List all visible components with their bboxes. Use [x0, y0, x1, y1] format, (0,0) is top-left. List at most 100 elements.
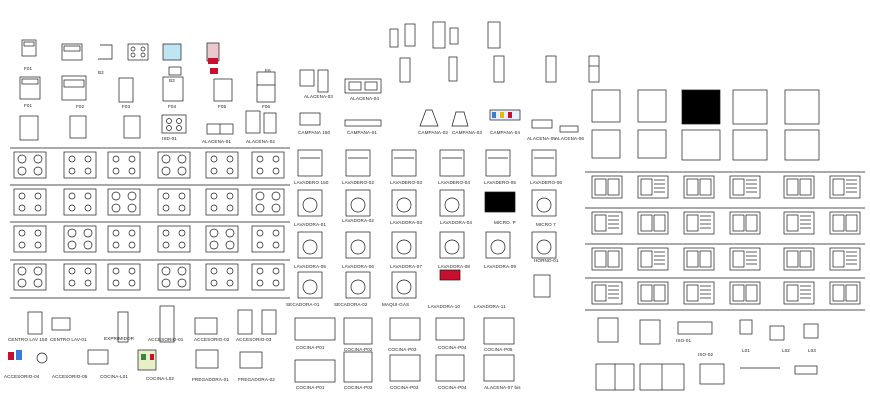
laundry-icon	[531, 231, 557, 259]
label-isd01: ISD-01	[162, 136, 177, 141]
burner-icon	[127, 191, 137, 201]
label-centrolav01: CENTRO LAV-01	[50, 337, 87, 342]
burner-icon	[209, 228, 219, 238]
sink-icon	[637, 211, 669, 235]
label-lavadero03: LAVADERO-03	[390, 180, 423, 185]
alacena-icon	[344, 78, 382, 94]
burner-icon	[17, 154, 27, 164]
centro-lav-icon	[51, 317, 71, 331]
burner-icon	[33, 278, 43, 288]
drum-icon	[302, 197, 318, 213]
basin-icon	[594, 214, 607, 232]
burner-icon	[178, 192, 186, 200]
drum-icon	[302, 279, 318, 295]
burner-icon	[128, 167, 136, 175]
burner-icon	[84, 155, 92, 163]
burner-icon	[84, 279, 92, 287]
label-f03: F03	[122, 104, 131, 109]
burner-icon	[272, 155, 280, 163]
basin-icon	[799, 178, 812, 196]
burner-icon	[128, 229, 136, 237]
label-l03: L03	[808, 348, 816, 353]
label-f02: F02	[76, 104, 85, 109]
drum-icon	[350, 197, 366, 213]
fridge-row	[389, 21, 600, 83]
laundry-icon	[391, 189, 417, 217]
bottom-left-symbols	[8, 305, 277, 371]
burner-icon	[68, 167, 76, 175]
burner-icon	[272, 279, 280, 287]
basin-icon	[786, 178, 799, 196]
sink-icon	[683, 281, 715, 305]
burner-icon	[128, 279, 136, 287]
burner-icon	[127, 203, 137, 213]
cooktop-icon	[161, 114, 187, 134]
burner-icon	[161, 278, 171, 288]
label-lavadora11: LAVADORA-11	[474, 304, 506, 309]
accesorio-icon	[194, 317, 218, 335]
microwave-dark-icon	[484, 191, 516, 213]
basin-icon	[640, 214, 653, 232]
label-lavadora04: LAVADORA-04	[440, 220, 473, 225]
washer-icon	[69, 115, 87, 139]
label-cocinap01: COCINA-P01	[296, 345, 325, 350]
basin-icon	[732, 284, 745, 302]
burner-icon	[256, 155, 264, 163]
burner-icon	[34, 241, 42, 249]
laundry-icon	[345, 271, 371, 299]
laundry-icon	[485, 149, 511, 177]
cooktop-icon	[157, 263, 191, 291]
burner-icon	[177, 154, 187, 164]
label-cocinap03: COCINA-P03	[388, 347, 417, 352]
l-icon	[739, 319, 753, 335]
cooktop-icon	[251, 263, 285, 291]
burner-icon	[68, 204, 76, 212]
cooktop-icon	[205, 188, 239, 216]
burner-icon	[112, 167, 120, 175]
burner-icon	[272, 241, 280, 249]
basin-icon	[640, 250, 653, 268]
label-campana04: CAMPANA-04	[490, 130, 521, 135]
sink-icon	[637, 281, 669, 305]
burner-icon	[17, 278, 27, 288]
counter-icon	[794, 365, 818, 375]
cooktop-icon	[63, 225, 97, 253]
sink-icon	[591, 281, 623, 305]
label-exprimidor: EXPRIMIDOR	[104, 336, 135, 341]
laundry-icon	[391, 271, 417, 299]
label-cocinap03b: COCINA-P03	[390, 385, 419, 390]
cooktop-symbols	[13, 151, 285, 291]
sink-icon	[783, 211, 815, 235]
sink-icon	[683, 211, 715, 235]
chair-icon	[533, 274, 551, 298]
burner-icon	[256, 279, 264, 287]
label-l01: L01	[742, 348, 750, 353]
cooktop-icon	[13, 263, 47, 291]
burner-icon	[225, 228, 235, 238]
label-accesorio04: ACCESORIO-04	[4, 374, 40, 379]
iso-icon	[677, 321, 713, 335]
label-lavadora08: LAVADORA-08	[438, 264, 471, 269]
cooktop-icon	[251, 225, 285, 253]
burner-icon	[84, 204, 92, 212]
fregadora-icon	[239, 351, 263, 369]
cooktop-icon	[63, 151, 97, 179]
label-accesorio05: ACCESORIO-05	[52, 374, 88, 379]
label-lavadora01: LAVADORA-01	[294, 222, 327, 227]
burner-icon	[210, 192, 218, 200]
burner-icon	[111, 203, 121, 213]
label-microo7: MICRO 7	[536, 222, 556, 227]
cocina-plan-icon	[435, 354, 465, 382]
burner-icon	[256, 241, 264, 249]
bottom-right-symbols	[595, 317, 819, 391]
cooktop-icon	[107, 188, 141, 216]
cooktop-icon	[251, 151, 285, 179]
burner-icon	[178, 241, 186, 249]
laundry-icon	[297, 189, 323, 217]
label-cocinap01b: COCINA-P01	[296, 385, 325, 390]
cocina-plan-icon	[294, 359, 336, 383]
burner-icon	[177, 166, 187, 176]
tv-frame-icon	[591, 89, 621, 123]
label-f05: F05	[218, 104, 227, 109]
